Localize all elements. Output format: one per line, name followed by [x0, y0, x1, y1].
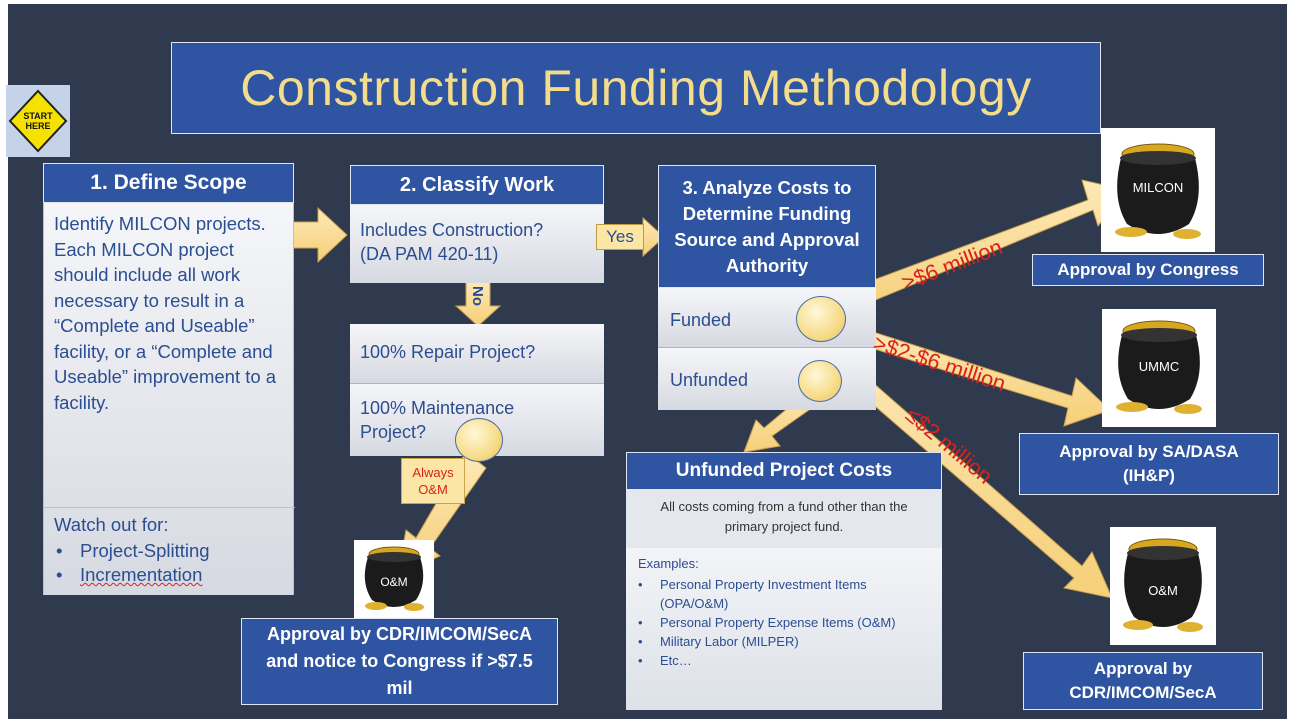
arrow-step1-to-step2	[286, 206, 348, 264]
om-left-pot-panel: O&M	[354, 540, 434, 618]
yes-label: Yes	[596, 224, 644, 250]
watch-item: Project-Splitting	[50, 539, 210, 563]
funded-decision-circle	[796, 296, 846, 342]
approval-congress: Approval by Congress	[1032, 254, 1264, 286]
examples-list: Personal Property Investment Items (OPA/…	[634, 575, 924, 670]
unfunded-decision-circle	[798, 360, 842, 402]
pot-label: O&M	[380, 575, 408, 589]
start-sign: START HERE	[6, 85, 70, 157]
step1-panel: Identify MILCON projects. Each MILCON pr…	[43, 203, 295, 595]
maintenance-decision-circle	[455, 418, 503, 462]
diamond-sign-icon	[8, 89, 68, 153]
unfunded-label: Unfunded	[670, 370, 749, 390]
construction-question: Includes Construction? (DA PAM 420-11)	[360, 220, 544, 264]
unfunded-panel: Unfunded	[658, 348, 876, 410]
om-right-pot-panel: O&M	[1110, 527, 1216, 645]
example-item: Personal Property Expense Items (O&M)	[634, 613, 924, 632]
pot-of-gold-icon	[1115, 143, 1201, 239]
step1-heading: 1. Define Scope	[43, 163, 294, 203]
always-om-label: Always O&M	[401, 458, 465, 504]
step3-heading: 3. Analyze Costs to Determine Funding So…	[658, 165, 876, 288]
pot-label: UMMC	[1138, 359, 1180, 374]
step1-body: Identify MILCON projects. Each MILCON pr…	[54, 213, 277, 413]
pot-of-gold-icon	[1123, 538, 1203, 632]
milcon-pot-panel: MILCON	[1101, 128, 1215, 252]
pot-of-gold-icon	[1116, 320, 1202, 414]
ummc-pot-panel: UMMC	[1102, 309, 1216, 427]
unfunded-costs-subtitle: All costs coming from a fund other than …	[626, 490, 942, 548]
arrow-no	[454, 279, 502, 327]
example-item: Etc…	[634, 651, 924, 670]
example-item: Military Labor (MILPER)	[634, 632, 924, 651]
watch-item: Incrementation	[50, 563, 210, 587]
step2-heading: 2. Classify Work	[350, 165, 604, 205]
funded-label: Funded	[670, 310, 732, 330]
start-sign-text: START HERE	[23, 111, 53, 131]
repair-question: 100% Repair Project?	[360, 342, 536, 362]
repair-panel: 100% Repair Project?	[350, 324, 604, 384]
step2-question-panel: Includes Construction? (DA PAM 420-11)	[350, 205, 604, 283]
unfunded-costs-heading: Unfunded Project Costs	[626, 452, 942, 490]
maintenance-question: 100% Maintenance Project?	[360, 398, 515, 442]
pot-label: MILCON	[1132, 180, 1184, 195]
unfunded-examples-panel: Examples: Personal Property Investment I…	[626, 548, 942, 710]
watch-title: Watch out for:	[54, 514, 169, 535]
no-label: No	[469, 286, 487, 306]
step1-divider	[44, 507, 295, 508]
pot-of-gold-icon	[364, 546, 424, 611]
example-item: Personal Property Investment Items (OPA/…	[634, 575, 924, 613]
page-title: Construction Funding Methodology	[171, 42, 1101, 134]
examples-title: Examples:	[638, 556, 699, 571]
arrow-mid	[831, 319, 1111, 427]
pot-label: O&M	[1148, 583, 1178, 598]
approval-cdr-imcom-seca: Approval by CDR/IMCOM/SecA	[1023, 652, 1263, 710]
approval-sa-dasa: Approval by SA/DASA (IH&P)	[1019, 433, 1279, 495]
watch-list: Project-Splitting Incrementation	[50, 539, 210, 587]
approval-cdr-notice-congress: Approval by CDR/IMCOM/SecA and notice to…	[241, 618, 558, 705]
